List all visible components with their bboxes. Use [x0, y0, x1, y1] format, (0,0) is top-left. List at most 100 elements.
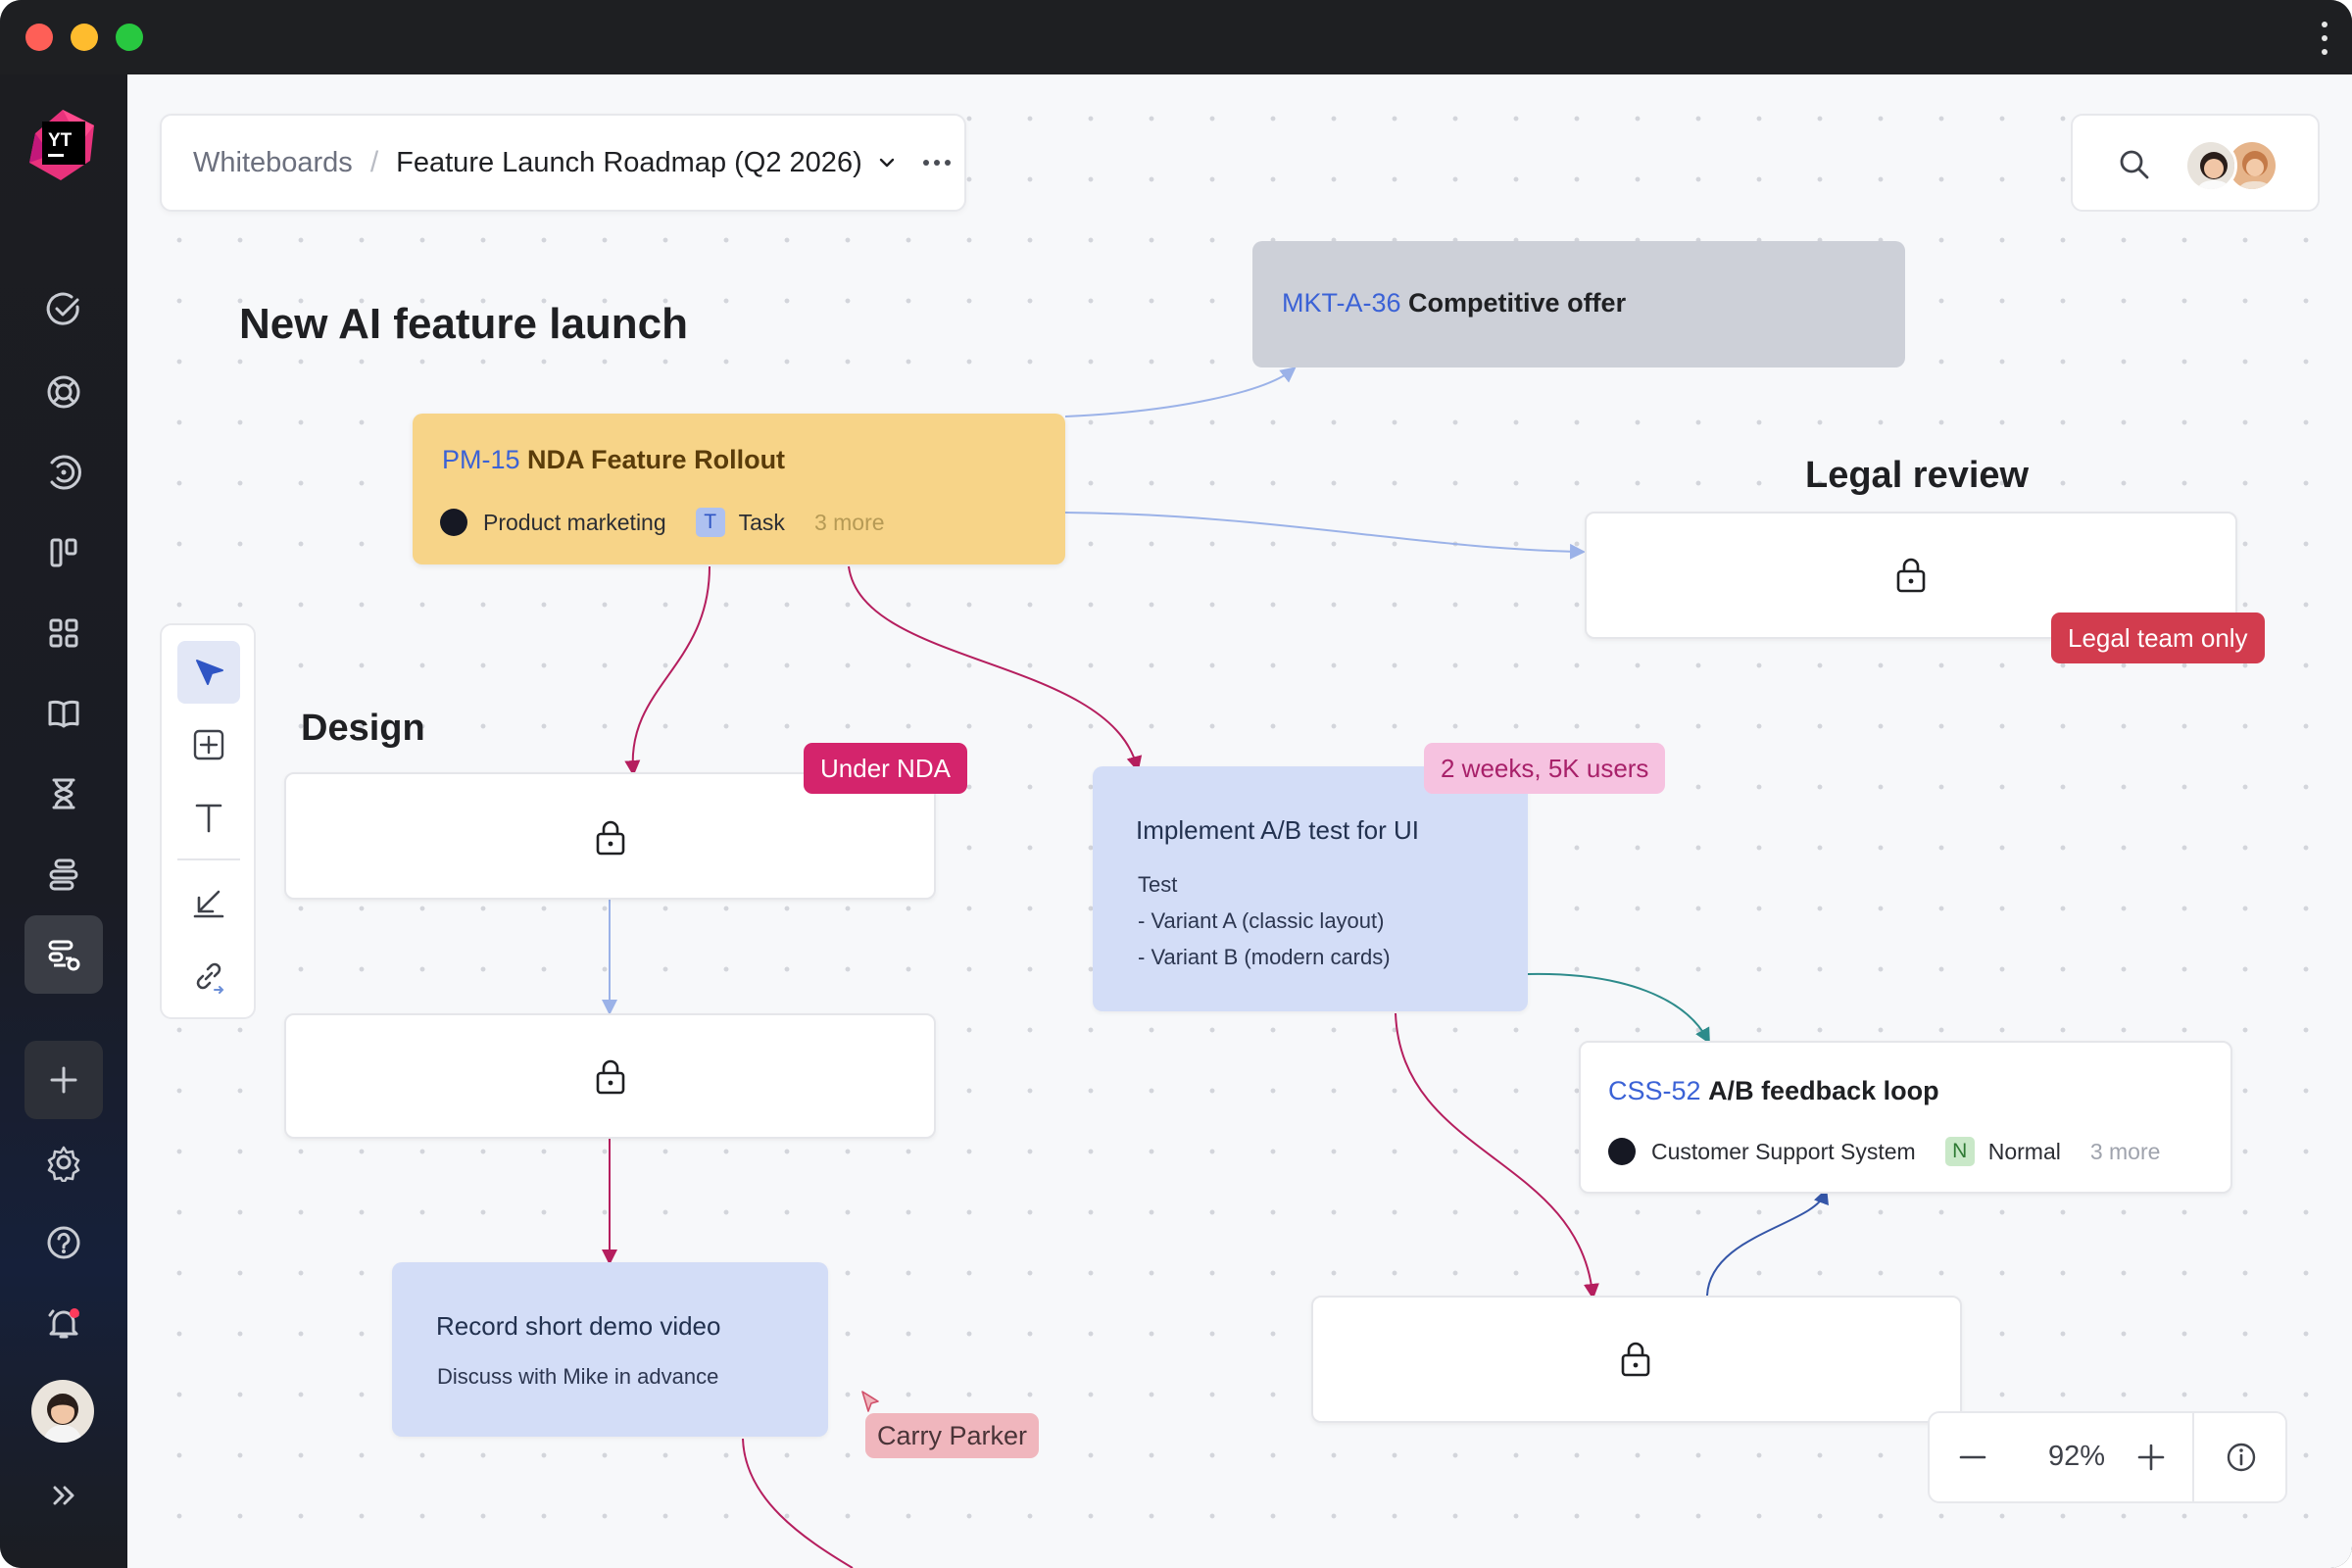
priority: Normal	[1987, 1138, 2061, 1164]
select-tool[interactable]	[177, 641, 240, 704]
plus-icon	[50, 1066, 77, 1094]
bell-icon	[48, 1308, 79, 1339]
sidebar-create-button[interactable]	[24, 1041, 103, 1119]
link-icon	[196, 962, 224, 994]
sidebar-item-notifications[interactable]	[24, 1284, 103, 1362]
double-chevron-right-icon	[53, 1486, 74, 1505]
sidebar-item-administration[interactable]	[24, 1123, 103, 1201]
sidebar: YT	[0, 74, 127, 1568]
link-tool[interactable]	[177, 945, 240, 1007]
sidebar-item-reports[interactable]	[24, 433, 103, 512]
more-fields-link[interactable]: 3 more	[2089, 1138, 2161, 1164]
issue-title: A/B feedback loop	[1708, 1076, 1939, 1105]
title-bar	[0, 0, 2352, 74]
breadcrumb-bar: Whiteboards / Feature Launch Roadmap (Q2…	[160, 114, 966, 212]
minimize-window-button[interactable]	[71, 24, 98, 51]
note-body: Discuss with Mike in advance	[437, 1364, 719, 1389]
issue-type: Task	[738, 509, 785, 535]
profile-avatar[interactable]	[31, 1380, 94, 1443]
chevron-down-icon[interactable]	[876, 152, 898, 173]
whiteboard-icon	[48, 940, 80, 971]
breadcrumb-whiteboards[interactable]: Whiteboards	[193, 146, 353, 178]
section-heading-design[interactable]: Design	[301, 708, 425, 749]
note-title: Record short demo video	[436, 1311, 721, 1341]
breadcrumb-current-board[interactable]: Feature Launch Roadmap (Q2 2026)	[396, 146, 862, 178]
priority-badge: N	[1944, 1137, 1975, 1166]
zoom-in-icon[interactable]	[2132, 1438, 2171, 1477]
book-icon	[48, 700, 79, 728]
locked-card-bottom[interactable]	[1311, 1296, 1962, 1423]
locked-card-design-2[interactable]	[284, 1013, 936, 1139]
type-badge: T	[695, 508, 725, 537]
issue-id[interactable]: CSS-52	[1608, 1076, 1701, 1105]
lock-icon	[1896, 558, 1926, 593]
zoom-controls: 92%	[1928, 1411, 2287, 1503]
add-element-tool[interactable]	[177, 713, 240, 776]
tag-legal-team-only[interactable]: Legal team only	[2051, 612, 2265, 663]
project-name: Customer Support System	[1651, 1138, 1916, 1164]
issue-id[interactable]: MKT-A-36	[1282, 288, 1401, 318]
project-name: Product marketing	[483, 509, 666, 535]
gantt-icon	[49, 858, 78, 891]
project-avatar	[440, 509, 467, 536]
breadcrumb-separator: /	[369, 146, 379, 178]
sidebar-item-agile-boards[interactable]	[24, 514, 103, 592]
lock-icon	[1621, 1342, 1650, 1377]
more-fields-link[interactable]: 3 more	[813, 509, 885, 535]
issue-card-pm-15[interactable]: PM-15 NDA Feature Rollout Product market…	[413, 414, 1065, 564]
whiteboard-toolbox	[160, 623, 256, 1019]
text-tool[interactable]	[177, 786, 240, 849]
gauge-icon	[50, 455, 81, 490]
zoom-level: 92%	[2047, 1441, 2106, 1472]
close-window-button[interactable]	[25, 24, 53, 51]
sidebar-item-helpdesk[interactable]	[24, 353, 103, 431]
cursor-arrow-icon	[196, 660, 223, 685]
text-icon	[195, 804, 222, 833]
sidebar-item-help[interactable]	[24, 1203, 103, 1282]
note-body: Test - Variant A (classic layout) - Vari…	[1138, 872, 1391, 969]
connector-tool[interactable]	[177, 872, 240, 935]
issue-card-mkt-a-36[interactable]: MKT-A-36 Competitive offer	[1252, 241, 1905, 368]
collaborator-avatar[interactable]	[2226, 139, 2278, 192]
search-icon[interactable]	[2116, 146, 2153, 183]
zoom-out-icon[interactable]	[1953, 1438, 1992, 1477]
sidebar-expand-button[interactable]	[24, 1456, 103, 1535]
sidebar-item-knowledge-base[interactable]	[24, 674, 103, 753]
logo-text: YT	[48, 130, 73, 151]
project-avatar	[1608, 1138, 1636, 1165]
info-icon[interactable]	[2222, 1438, 2261, 1477]
sidebar-item-whiteboards[interactable]	[24, 915, 103, 994]
sidebar-item-dashboards[interactable]	[24, 594, 103, 672]
gear-icon	[47, 1146, 80, 1182]
tag-duration[interactable]: 2 weeks, 5K users	[1424, 743, 1666, 794]
more-actions-icon[interactable]	[922, 160, 951, 166]
window-menu-icon[interactable]	[2319, 22, 2330, 55]
youtrack-logo[interactable]: YT	[22, 104, 104, 186]
top-right-panel	[2071, 114, 2320, 212]
lifebuoy-icon	[47, 375, 80, 409]
maximize-window-button[interactable]	[116, 24, 143, 51]
section-heading-legal[interactable]: Legal review	[1805, 455, 2030, 496]
board-icon	[50, 538, 77, 567]
sidebar-item-time-tracking[interactable]	[24, 755, 103, 833]
sidebar-item-issues[interactable]	[24, 270, 103, 349]
note-title: Implement A/B test for UI	[1136, 815, 1419, 845]
help-icon	[47, 1226, 80, 1259]
tag-under-nda[interactable]: Under NDA	[804, 743, 967, 794]
issue-id[interactable]: PM-15	[442, 445, 520, 474]
hourglass-icon	[52, 778, 75, 809]
issue-card-css-52[interactable]: CSS-52 A/B feedback loop Customer Suppor…	[1579, 1041, 2232, 1194]
current-user-avatar[interactable]	[2184, 139, 2237, 192]
sticky-note-demo-video[interactable]: Record short demo video Discuss with Mik…	[392, 1262, 828, 1437]
lock-icon	[596, 820, 625, 856]
issue-title: Competitive offer	[1408, 288, 1627, 318]
lock-icon	[596, 1059, 625, 1095]
collaborator-name-label: Carry Parker	[865, 1413, 1040, 1458]
add-box-icon	[193, 729, 224, 760]
section-heading-main[interactable]: New AI feature launch	[239, 300, 689, 348]
sticky-note-ab-test[interactable]: Implement A/B test for UI Test - Variant…	[1093, 766, 1528, 1011]
sidebar-item-gantt[interactable]	[24, 835, 103, 913]
collaborator-cursor-icon	[861, 1391, 879, 1412]
arrow-down-left-icon	[193, 890, 224, 918]
